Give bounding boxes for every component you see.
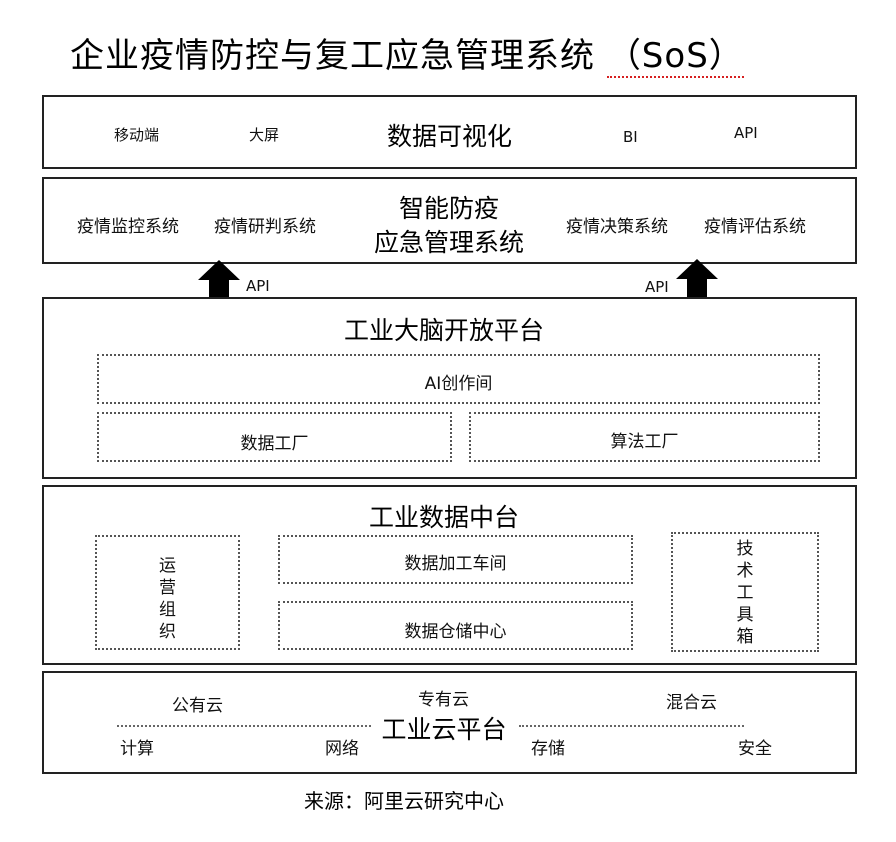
tech-toolbox-char: 箱 xyxy=(736,627,754,647)
data-storage-label: 数据仓储中心 xyxy=(404,622,507,642)
data-workshop-label: 数据加工车间 xyxy=(404,554,507,574)
algorithm-factory-label: 算法工厂 xyxy=(610,432,679,452)
compute-label: 计算 xyxy=(120,739,154,759)
operations-org-char: 运 xyxy=(159,556,176,576)
operations-org-char: 织 xyxy=(159,622,176,642)
industrial-brain-platform: 工业大脑开放平台 AI创作间 数据工厂 算法工厂 xyxy=(42,297,857,479)
arrow-up-icon xyxy=(676,259,718,301)
page-title-suffix: （SoS） xyxy=(606,36,744,78)
data-factory-label: 数据工厂 xyxy=(240,434,309,454)
operations-org-char: 组 xyxy=(159,600,176,620)
ai-studio-label: AI创作间 xyxy=(424,374,493,394)
hybrid-cloud-label: 混合云 xyxy=(666,693,717,713)
epidemic-system-layer: 疫情监控系统 疫情研判系统 智能防疫 应急管理系统 疫情决策系统 疫情评估系统 xyxy=(42,177,857,264)
operations-org-char: 营 xyxy=(159,578,176,598)
system-title-line2: 应急管理系统 xyxy=(373,228,524,257)
cloud-platform-title: 工业云平台 xyxy=(381,715,507,744)
cloud-divider-left xyxy=(117,725,371,727)
big-screen-label: 大屏 xyxy=(249,126,280,144)
system-title-line1: 智能防疫 xyxy=(398,194,499,223)
tech-toolbox-char: 工 xyxy=(736,583,754,603)
algorithm-factory-box: 算法工厂 xyxy=(469,412,820,462)
operations-org-label: 运 营 组 织 xyxy=(97,555,238,643)
bi-label: BI xyxy=(623,128,638,146)
visualization-title: 数据可视化 xyxy=(387,122,513,151)
data-factory-box: 数据工厂 xyxy=(97,412,452,462)
public-cloud-label: 公有云 xyxy=(172,696,223,716)
evaluation-system-label: 疫情评估系统 xyxy=(704,217,806,237)
tech-toolbox-box: 技 术 工 具 箱 xyxy=(671,532,819,652)
storage-label: 存储 xyxy=(531,739,565,759)
network-label: 网络 xyxy=(325,739,359,759)
tech-toolbox-char: 技 xyxy=(736,539,754,559)
page-title-main: 企业疫情防控与复工应急管理系统 xyxy=(70,36,595,76)
decision-system-label: 疫情决策系统 xyxy=(566,217,668,237)
data-storage-box: 数据仓储中心 xyxy=(278,601,633,650)
industrial-cloud-platform: 公有云 专有云 混合云 工业云平台 计算 网络 存储 安全 xyxy=(42,671,857,774)
tech-toolbox-char: 术 xyxy=(736,561,754,581)
analysis-system-label: 疫情研判系统 xyxy=(214,217,316,237)
api-right-label: API xyxy=(645,278,669,296)
monitoring-system-label: 疫情监控系统 xyxy=(77,217,179,237)
industrial-data-middle-platform: 工业数据中台 运 营 组 织 数据加工车间 数据仓储中心 技 术 工 具 箱 xyxy=(42,485,857,665)
visualization-layer: 移动端 大屏 数据可视化 BI API xyxy=(42,95,857,169)
page-title: 企业疫情防控与复工应急管理系统 （SoS） xyxy=(70,28,744,78)
tech-toolbox-char: 具 xyxy=(736,605,754,625)
mobile-label: 移动端 xyxy=(114,126,160,144)
source-caption: 来源：阿里云研究中心 xyxy=(304,789,504,813)
arrow-up-icon xyxy=(198,260,240,302)
operations-org-box: 运 营 组 织 xyxy=(95,535,240,650)
cloud-divider-right xyxy=(519,725,744,727)
security-label: 安全 xyxy=(738,739,772,759)
private-cloud-label: 专有云 xyxy=(418,690,469,710)
brain-platform-title: 工业大脑开放平台 xyxy=(343,316,544,345)
data-workshop-box: 数据加工车间 xyxy=(278,535,633,584)
ai-studio-box: AI创作间 xyxy=(97,354,820,404)
data-middle-platform-title: 工业数据中台 xyxy=(368,503,519,532)
tech-toolbox-label: 技 术 工 具 箱 xyxy=(673,538,817,648)
api-top-label: API xyxy=(734,124,758,142)
api-left-label: API xyxy=(246,277,270,295)
